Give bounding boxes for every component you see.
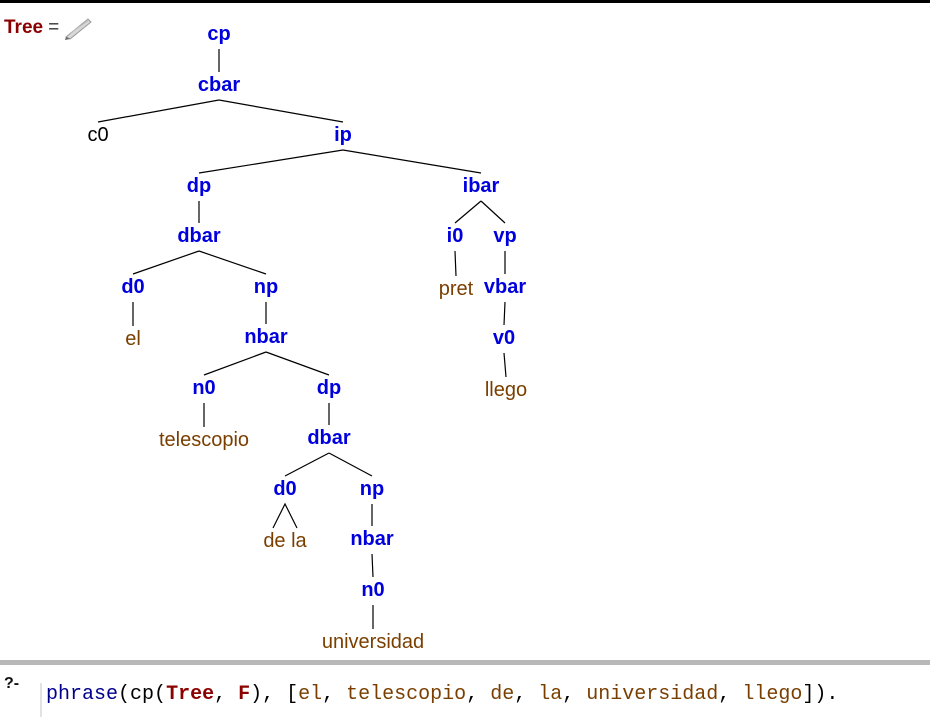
tree-node-n0: n0 — [361, 579, 384, 601]
query-token-punct: , — [214, 683, 239, 706]
parse-tree: cp cbar c0 ip dp dbar d0 el np nbar n0 telescopio dp… — [87, 23, 527, 653]
tree-branch — [342, 149, 482, 174]
tree-branch — [198, 149, 344, 174]
tree-node-d0: d0 — [273, 478, 296, 500]
tree-node-vp: vp — [493, 225, 516, 247]
query-token-punct: ), [ — [250, 683, 299, 706]
query-token-var: Tree — [166, 683, 215, 706]
equals-sign: = — [48, 17, 60, 38]
tree-branch — [284, 452, 330, 477]
answer-pane: Tree = cp cbar c0 ip dp dbar d0 el np nbar n0 teles… — [0, 0, 930, 653]
query-token-punct: , — [466, 683, 491, 706]
query-token-punct: , — [562, 683, 587, 706]
tree-branch — [454, 250, 457, 277]
query-line: ?- phrase(cp(Tree, F), [el, telescopio, … — [0, 665, 930, 717]
tree-node-d0: d0 — [121, 276, 144, 298]
tree-node-cbar: cbar — [198, 74, 240, 96]
query-token-punct: ( — [154, 683, 167, 706]
tree-node-dbar: dbar — [177, 225, 221, 247]
tree-node-ibar: ibar — [463, 175, 500, 197]
binding-variable: Tree — [4, 17, 44, 38]
tree-leaf-pret: pret — [439, 278, 474, 300]
tree-branch — [97, 99, 220, 123]
tree-leaf-el: el — [125, 328, 141, 350]
tree-branch — [218, 99, 344, 123]
tree-node-v0: v0 — [493, 327, 515, 349]
query-token-punct: , — [514, 683, 539, 706]
tree-node-n0: n0 — [192, 377, 215, 399]
tree-node-cp: cp — [207, 23, 230, 45]
tree-branch — [503, 352, 507, 378]
tree-leaf-llego: llego — [485, 379, 527, 401]
query-token-punct: , — [322, 683, 347, 706]
pane-splitter[interactable] — [0, 660, 930, 665]
answer-binding: Tree = — [4, 15, 93, 41]
query-token-punct: , — [718, 683, 743, 706]
tree-branch — [132, 250, 200, 275]
query-prompt: ?- — [4, 675, 20, 692]
tree-node-i0: i0 — [447, 225, 464, 247]
tree-node-nbar: nbar — [244, 326, 288, 348]
tree-branch — [203, 351, 267, 376]
query-token-var: F — [238, 683, 251, 706]
query-token-atom: llego — [742, 683, 803, 706]
tree-branch — [265, 351, 330, 376]
tree-branch — [328, 452, 373, 477]
tree-node-vbar: vbar — [484, 276, 526, 298]
tree-node-dbar: dbar — [307, 427, 351, 449]
tree-leaf-de-la: de la — [263, 530, 307, 552]
tree-branch — [480, 200, 506, 224]
tree-branch — [503, 301, 506, 326]
query-token-atom: de — [490, 683, 515, 706]
tree-branch — [454, 200, 482, 224]
tree-roof — [272, 502, 298, 529]
query-token-atom: universidad — [586, 683, 719, 706]
tree-node-nbar: nbar — [350, 528, 394, 550]
tree-leaf-telescopio: telescopio — [159, 429, 249, 451]
query-token-punct: ( — [118, 683, 131, 706]
tree-branch — [198, 250, 267, 275]
tree-node-np: np — [360, 478, 384, 500]
tree-leaf-universidad: universidad — [322, 631, 424, 653]
query-input[interactable]: phrase(cp(Tree, F), [el, telescopio, de,… — [40, 683, 930, 717]
query-token-atom: telescopio — [346, 683, 467, 706]
query-token-plain: cp — [130, 683, 155, 706]
query-token-functor: phrase — [46, 683, 119, 706]
tree-branch — [371, 553, 374, 578]
tree-node-np: np — [254, 276, 278, 298]
tree-node-dp: dp — [317, 377, 341, 399]
query-token-atom: la — [538, 683, 563, 706]
tree-node-ip: ip — [334, 124, 352, 146]
tree-leaf-c0: c0 — [87, 124, 108, 146]
query-token-punct: ]). — [802, 683, 839, 706]
query-token-atom: el — [298, 683, 323, 706]
tree-node-dp: dp — [187, 175, 211, 197]
pencil-icon[interactable] — [63, 15, 93, 41]
